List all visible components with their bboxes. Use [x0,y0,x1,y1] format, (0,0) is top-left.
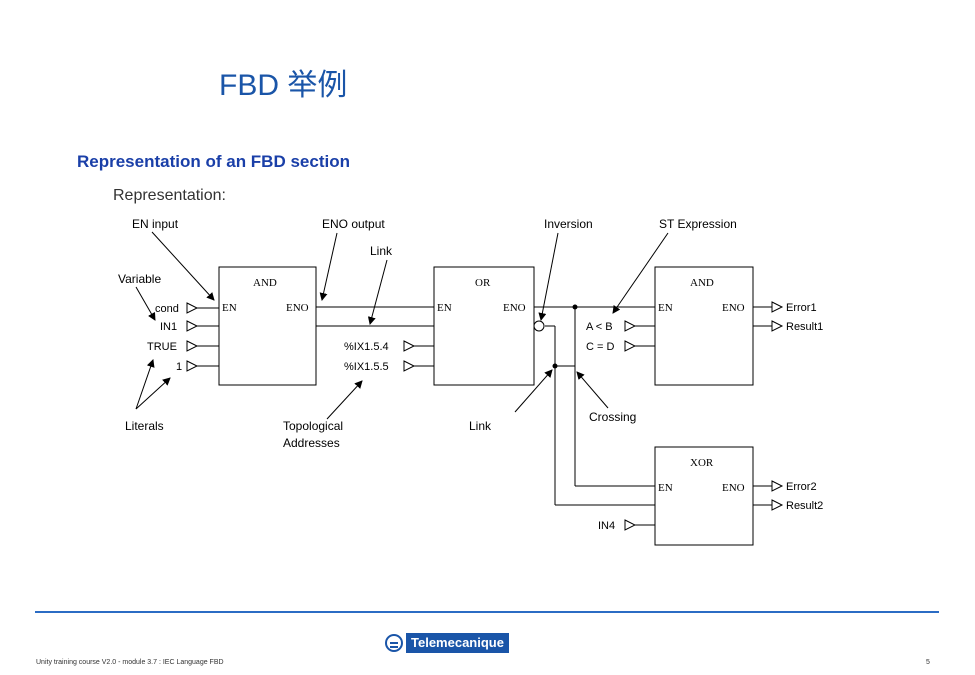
callout-addresses: Addresses [283,436,340,450]
slide-title: FBD 举例 [219,69,348,102]
block-xor-eno: ENO [722,482,745,494]
footer-text: Unity training course V2.0 - module 3.7 … [36,659,224,666]
block-or: OR EN ENO [433,266,535,386]
block-and-1-eno: ENO [286,302,309,314]
input-in1: IN1 [160,321,177,333]
input-in4: IN4 [598,520,615,532]
telemecanique-icon [385,634,403,652]
input-ix154: %IX1.5.4 [344,341,389,353]
logo-text: Telemecanique [406,633,509,653]
block-and-1: AND EN ENO [218,266,317,386]
callout-crossing: Crossing [589,410,636,424]
logo: Telemecanique [385,633,509,653]
block-and-2-eno: ENO [722,302,745,314]
block-and-2-en: EN [658,302,673,314]
callout-link-bottom: Link [469,419,492,433]
output-error2: Error2 [786,481,817,493]
callout-link-top: Link [370,244,393,258]
output-result1: Result1 [786,321,823,333]
page-number: 5 [926,659,930,666]
input-one: 1 [176,361,182,373]
block-and-2-name: AND [690,277,714,289]
callout-variable: Variable [118,272,161,286]
slide-subtitle: Representation of an FBD section [77,152,350,171]
callout-topological: Topological [283,419,343,433]
block-and-1-en: EN [222,302,237,314]
input-cond: cond [155,303,179,315]
callout-literals: Literals [125,419,164,433]
input-true: TRUE [147,341,177,353]
block-and-1-name: AND [253,277,277,289]
callout-en-input: EN input [132,217,179,231]
footer-rule [35,611,939,613]
input-ix155: %IX1.5.5 [344,361,389,373]
block-and-2: AND EN ENO [654,266,754,386]
block-xor: XOR EN ENO [654,446,754,546]
block-xor-name: XOR [690,457,714,469]
output-error1: Error1 [786,302,817,314]
output-result2: Result2 [786,500,823,512]
diagram-heading: Representation: [113,187,226,204]
block-or-en: EN [437,302,452,314]
block-or-name: OR [475,277,491,289]
block-xor-en: EN [658,482,673,494]
input-c-eq-d: C = D [586,341,614,353]
callout-eno-output: ENO output [322,217,385,231]
callout-inversion: Inversion [544,217,593,231]
input-a-lt-b: A < B [586,321,613,333]
block-or-eno: ENO [503,302,526,314]
callout-st-expression: ST Expression [659,217,737,231]
